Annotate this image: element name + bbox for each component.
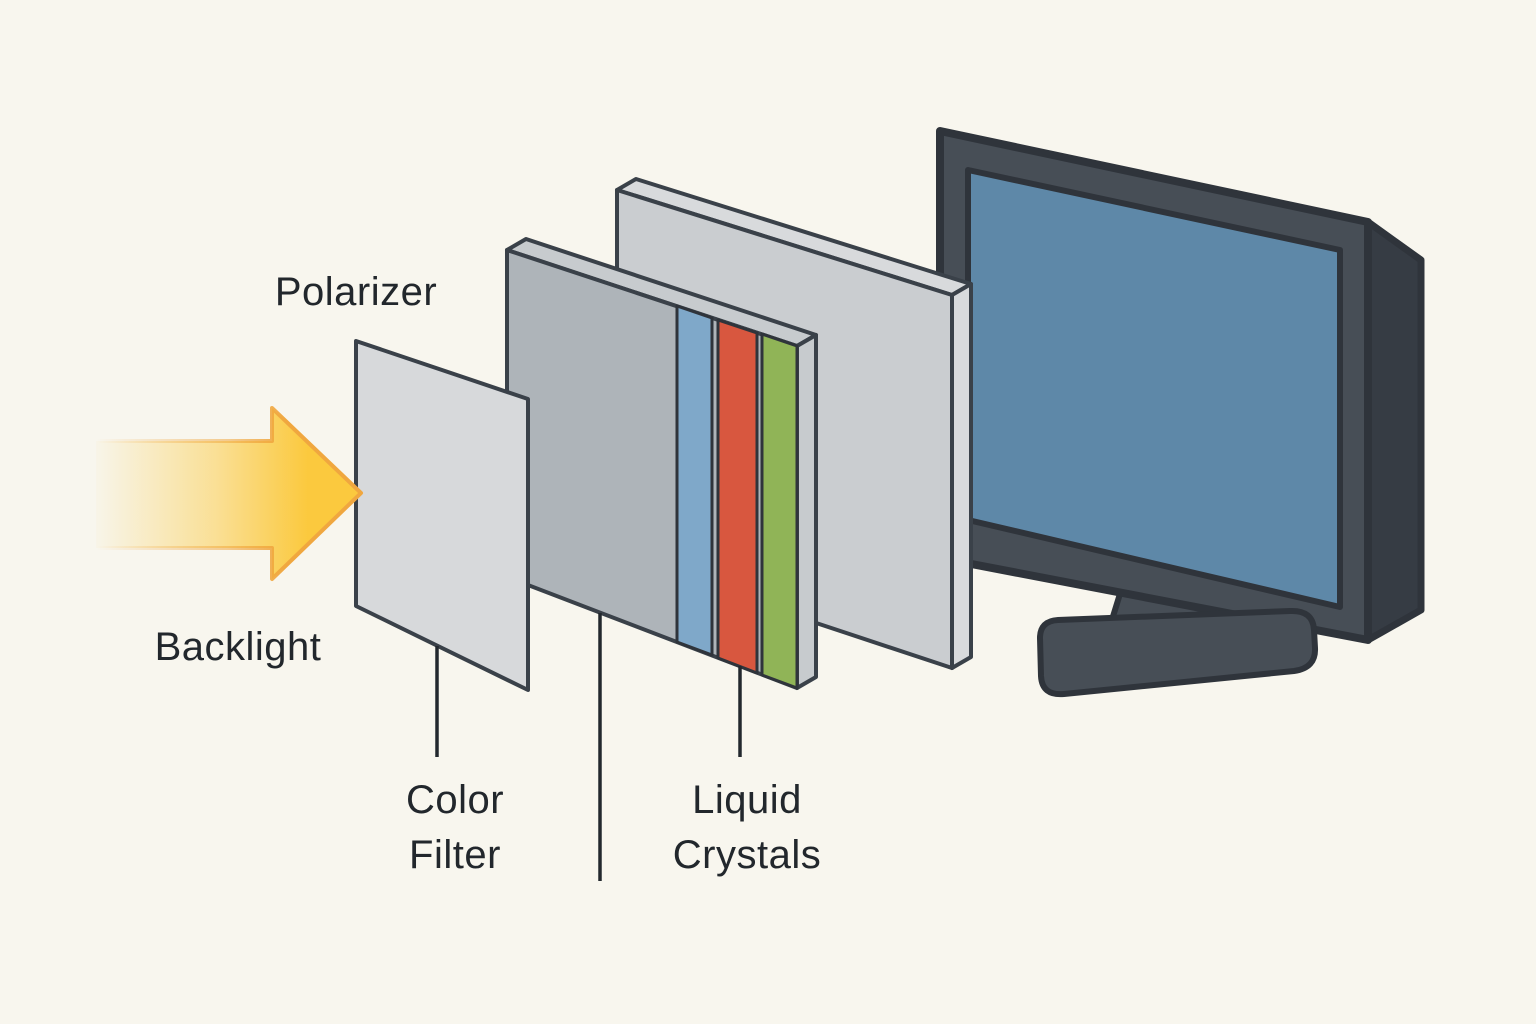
liquid-crystals-label-line1: Liquid [692,778,802,822]
monitor [936,127,1425,698]
polarizer-label: Polarizer [275,270,437,314]
subpixel-stripe-red [716,318,759,675]
monitor-stand-base [1037,607,1319,698]
backlight-arrow [94,406,363,581]
subpixel-stripe-green [760,332,799,690]
liquid-crystal-panel [505,237,818,690]
front-panel-side-edge [950,282,973,670]
backlight-label: Backlight [155,625,322,669]
color-filter-label-line2: Filter [409,833,501,877]
liquid-crystals-label-line2: Crystals [673,833,821,877]
lc-panel-side-edge [795,333,818,690]
color-filter-label-line1: Color [406,778,504,822]
monitor-side-face [1364,218,1425,644]
subpixel-stripe-blue [675,304,714,657]
polarizer-panel [354,339,530,692]
